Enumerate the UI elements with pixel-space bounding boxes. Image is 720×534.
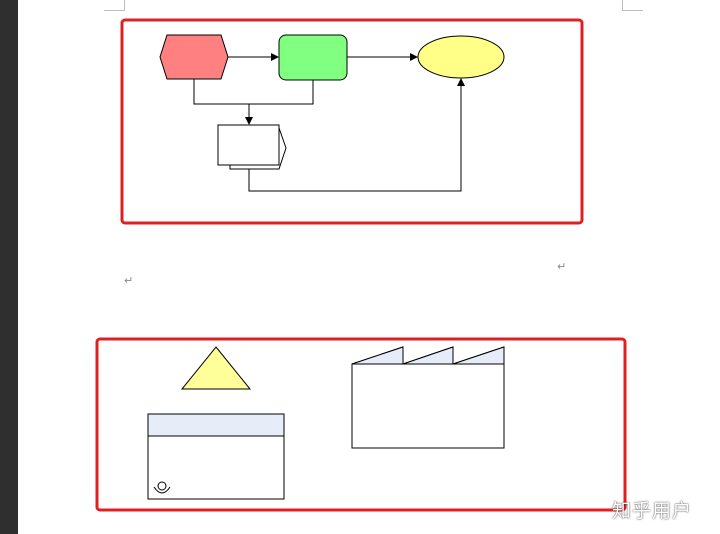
- paragraph-mark-left: ↵: [124, 274, 134, 287]
- triangle-shape[interactable]: [180, 346, 252, 390]
- connector-document-to-ellipse: [248, 78, 465, 192]
- ellipse-terminal-shape[interactable]: [417, 35, 505, 79]
- paragraph-mark-right: ↵: [557, 260, 567, 273]
- factory-building-shape[interactable]: [351, 346, 505, 449]
- rounded-function-shape[interactable]: [278, 34, 348, 81]
- watermark-text: 知乎用户: [612, 500, 693, 522]
- connector-merge-to-document: [193, 79, 314, 105]
- page-corner-mark-right: [622, 0, 643, 11]
- selection-frame-top[interactable]: [120, 18, 584, 225]
- hexagon-event-shape[interactable]: [159, 34, 229, 80]
- person-icon: [153, 481, 171, 494]
- page-corner-mark-left: [104, 0, 125, 11]
- info-panel-shape[interactable]: [147, 413, 285, 500]
- editor-left-gutter: [0, 0, 18, 534]
- document-stack-shape[interactable]: [217, 124, 287, 170]
- selection-frame-bottom[interactable]: [95, 337, 627, 512]
